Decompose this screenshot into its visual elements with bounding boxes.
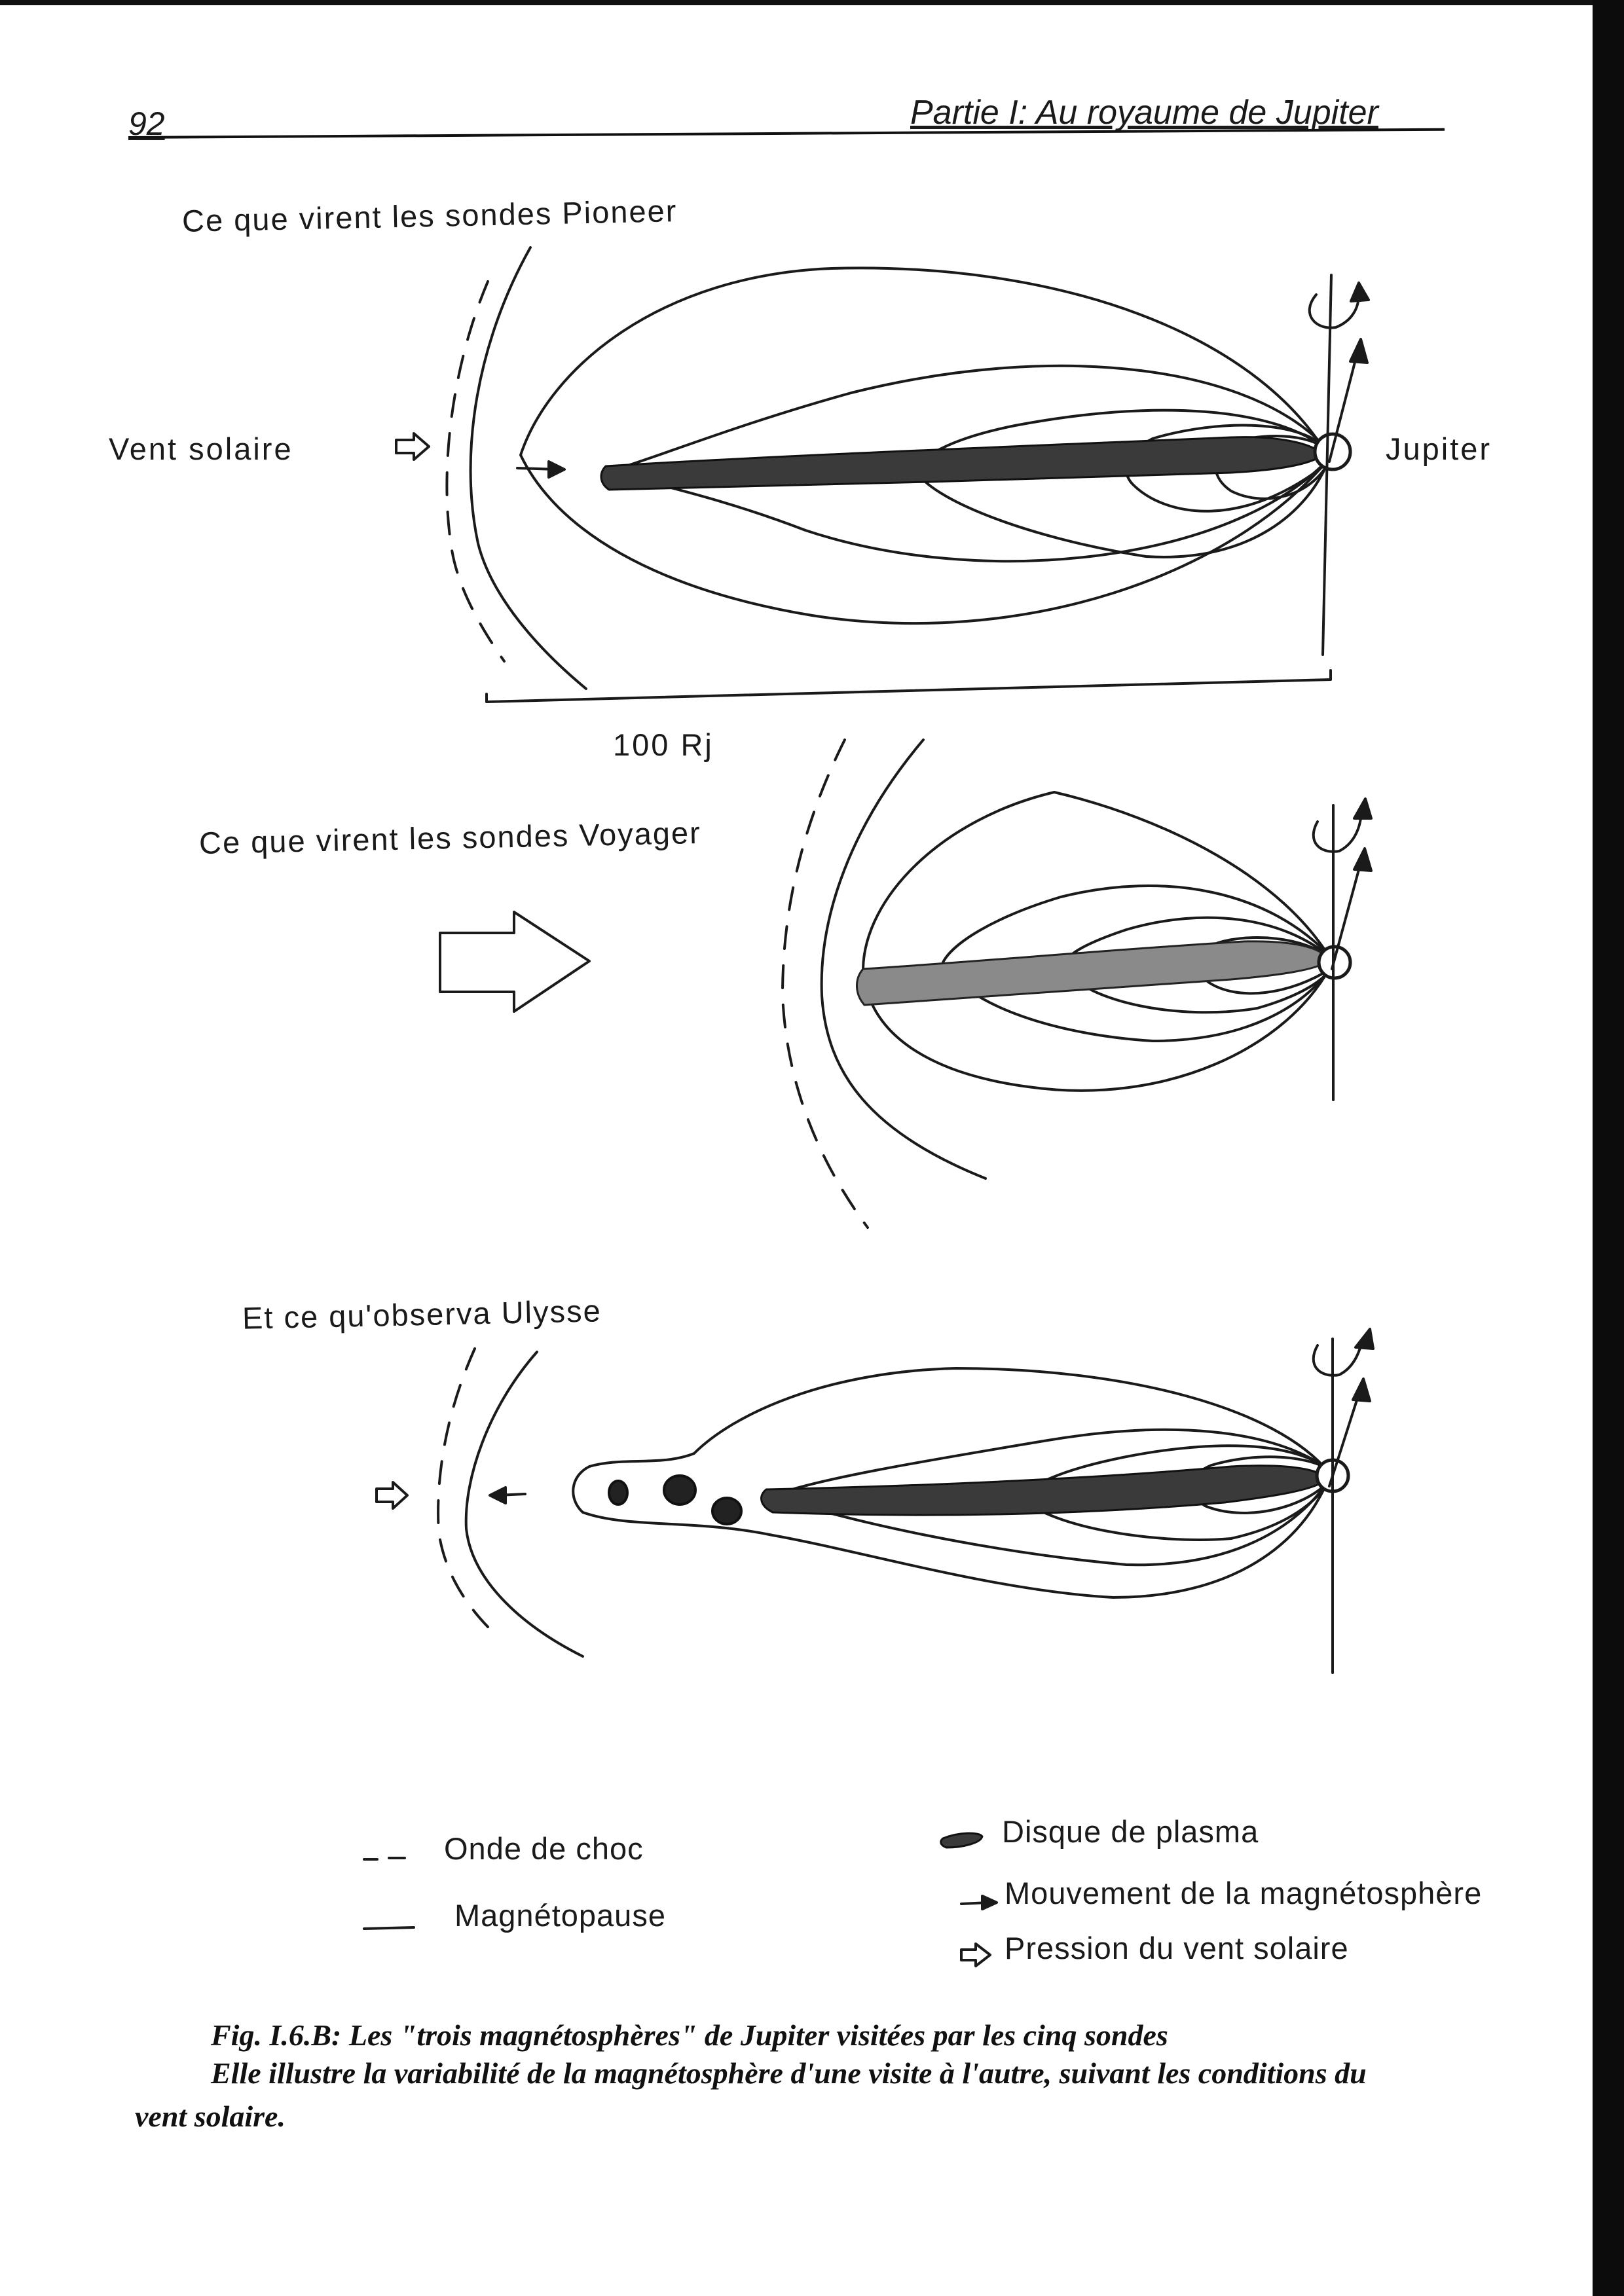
- pioneer-spin-axis: [1321, 274, 1333, 656]
- pioneer-magnetic-axis-head: [1349, 338, 1369, 364]
- ulysse-plasmoid: [663, 1474, 697, 1506]
- voyager-spin-arrow-head: [1353, 797, 1373, 820]
- legend-shock-wave-label: Onde de choc: [444, 1831, 644, 1866]
- ulysse-motion-arrow-head: [489, 1486, 507, 1504]
- ulysse-plasmoid: [608, 1480, 629, 1506]
- scan-edge-top: [0, 0, 1624, 5]
- legend-pressure-label: Pression du vent solaire: [1005, 1931, 1349, 1965]
- ulysse-magnetic-axis-head: [1352, 1377, 1371, 1402]
- ulysse-plasma-disk: [760, 1465, 1327, 1516]
- ulysse-solar-wind-arrow: [375, 1481, 409, 1510]
- panel-ulysse-diagram: [375, 1328, 1375, 1674]
- pioneer-spin-arrow: [1308, 293, 1360, 329]
- figure-caption-body: Elle illustre la variabilité de la magné…: [211, 2056, 1367, 2090]
- scan-edge-right: [1593, 0, 1624, 2296]
- ulysse-magnetopause-outer: [572, 1367, 1331, 1599]
- voyager-plasma-disk: [856, 940, 1329, 1006]
- solar-wind-label: Vent solaire: [109, 431, 293, 466]
- voyager-magnetic-axis: [1331, 856, 1363, 970]
- figure-caption-title: Fig. I.6.B: Les "trois magnétosphères" d…: [211, 2018, 1168, 2052]
- pioneer-plasma-disk: [600, 436, 1324, 491]
- ulysse-magnetic-axis: [1328, 1387, 1362, 1487]
- scale-label: 100 Rj: [613, 727, 714, 762]
- voyager-spin-arrow: [1312, 817, 1362, 853]
- legend-magnetopause-symbol: [363, 1926, 415, 1930]
- pioneer-magnetopause-bow: [469, 246, 587, 690]
- pioneer-shock-wave: [445, 280, 506, 663]
- pioneer-motion-arrow-head: [547, 460, 566, 479]
- panel-voyager-diagram: [439, 738, 1373, 1229]
- ulysse-spin-arrow-head: [1354, 1328, 1375, 1350]
- legend-symbols: [363, 1832, 998, 1967]
- legend-plasma-disk-symbol: [940, 1832, 984, 1849]
- pioneer-magnetic-axis: [1328, 346, 1360, 463]
- ulysse-panel-title: Et ce qu'observa Ulysse: [242, 1293, 602, 1336]
- legend-motion-symbol-head: [981, 1895, 998, 1910]
- pioneer-solar-wind-arrow: [395, 432, 430, 461]
- ulysse-shock-wave: [437, 1347, 492, 1631]
- figure-caption-body-continued: vent solaire.: [135, 2100, 286, 2133]
- jupiter-label: Jupiter: [1386, 431, 1492, 466]
- pioneer-magnetopause-outer: [519, 266, 1331, 625]
- pioneer-field-line: [915, 409, 1331, 558]
- pioneer-spin-arrow-head: [1350, 282, 1370, 302]
- voyager-shock-wave: [781, 738, 869, 1229]
- voyager-magnetic-axis-head: [1353, 847, 1373, 872]
- panel-pioneer-diagram: [395, 246, 1370, 703]
- legend-motion-label: Mouvement de la magnétosphère: [1005, 1876, 1483, 1910]
- legend-magnetopause-label: Magnétopause: [454, 1898, 666, 1933]
- voyager-solar-wind-arrow: [439, 911, 591, 1013]
- pioneer-scale-bar: [485, 669, 1332, 703]
- legend-pressure-symbol: [960, 1942, 991, 1967]
- voyager-magnetopause-bow: [820, 738, 987, 1180]
- running-head: Partie I: Au royaume de Jupiter: [910, 94, 1378, 132]
- legend-plasma-disk-label: Disque de plasma: [1002, 1814, 1259, 1849]
- ulysse-spin-arrow: [1312, 1339, 1363, 1377]
- ulysse-magnetopause-bow: [464, 1351, 584, 1658]
- ulysse-plasmoid: [711, 1497, 743, 1525]
